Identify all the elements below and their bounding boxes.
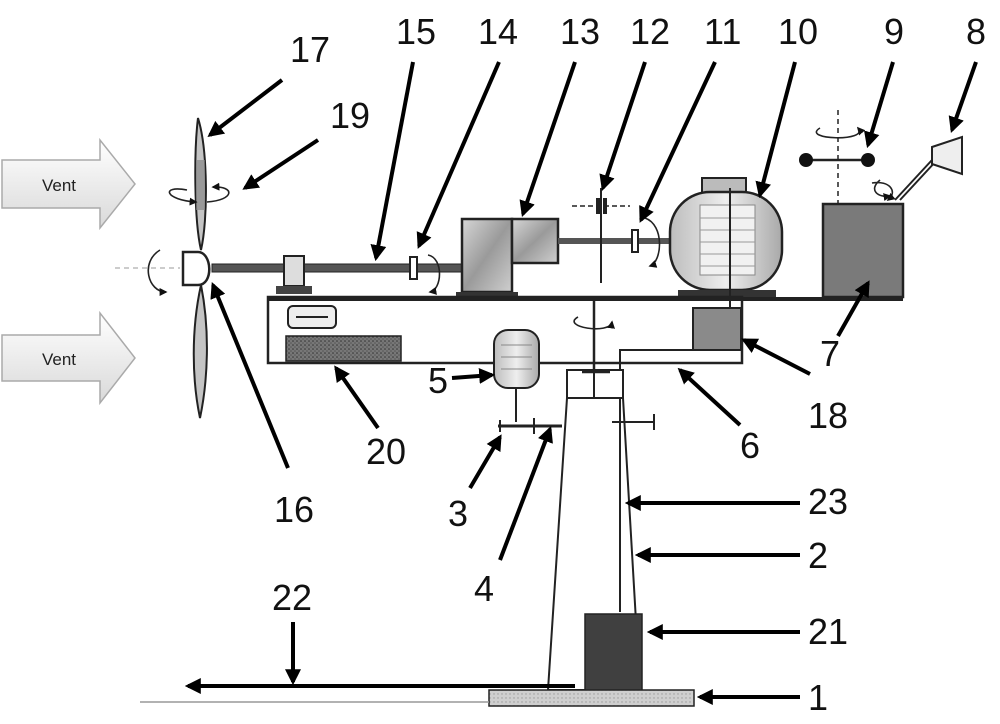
output-line	[140, 678, 575, 703]
yaw-gear	[498, 414, 655, 434]
label-4: 4	[474, 568, 494, 609]
label-21: 21	[808, 611, 848, 652]
vent-arrow-top: Vent	[1, 137, 136, 231]
label-15: 15	[396, 11, 436, 52]
label-5: 5	[428, 360, 448, 401]
converter-box	[692, 307, 742, 351]
rotor-rotation-icon	[147, 249, 168, 296]
vent-label-top: Vent	[42, 176, 76, 195]
blade-pitch-rotation-icon	[168, 182, 230, 206]
wind-vane	[873, 135, 963, 201]
generator	[668, 177, 784, 298]
shaft-bearing	[276, 255, 312, 294]
anemometer	[799, 110, 875, 204]
label-10: 10	[778, 11, 818, 52]
output-shaft	[558, 238, 670, 244]
yaw-motor	[493, 329, 540, 422]
vent-label-bottom: Vent	[42, 350, 76, 369]
label-16: 16	[274, 489, 314, 530]
hub	[181, 250, 211, 287]
coupling-11	[631, 229, 639, 253]
label-9: 9	[884, 11, 904, 52]
label-3: 3	[448, 493, 468, 534]
label-11: 11	[704, 11, 741, 52]
main-shaft	[211, 263, 463, 273]
yaw-rotation-icon	[573, 316, 615, 330]
label-7: 7	[820, 333, 840, 374]
ground-cabinet	[584, 613, 643, 692]
foundation	[488, 689, 695, 707]
vent-arrow-bottom: Vent	[1, 310, 136, 406]
label-2: 2	[808, 535, 828, 576]
label-23: 23	[808, 481, 848, 522]
label-12: 12	[630, 11, 670, 52]
box-cable	[619, 349, 693, 612]
label-20: 20	[366, 431, 406, 472]
controller-box	[821, 202, 905, 299]
label-18: 18	[808, 395, 848, 436]
coupling-14	[409, 256, 418, 280]
coupling-rotation-icon	[427, 254, 441, 295]
label-8: 8	[966, 11, 986, 52]
label-19: 19	[330, 95, 370, 136]
blades	[192, 117, 208, 419]
brake-disc	[572, 188, 630, 283]
gearbox	[456, 217, 560, 299]
label-22: 22	[272, 577, 312, 618]
label-17: 17	[290, 29, 330, 70]
label-13: 13	[560, 11, 600, 52]
label-14: 14	[478, 11, 518, 52]
callout-arrows	[207, 61, 978, 705]
label-1: 1	[808, 677, 828, 718]
label-6: 6	[740, 425, 760, 466]
battery	[285, 305, 402, 362]
